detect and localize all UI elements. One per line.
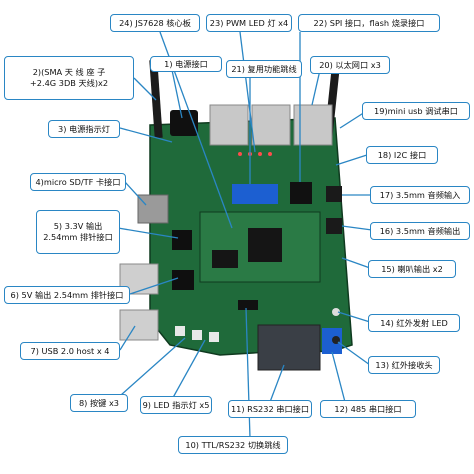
- function-jumper-block: [232, 184, 278, 204]
- label-ir-receiver: 13) 红外接收头: [368, 356, 440, 374]
- wire-3: [119, 127, 173, 143]
- label-mini-usb: 19)mini usb 调试串口: [362, 102, 470, 120]
- rs232-db9: [257, 324, 321, 371]
- audio-in-jack: [326, 186, 342, 202]
- label-ir-led: 14) 红外发射 LED: [368, 314, 460, 332]
- label-sma-line2: +2.4G 3DB 天线)x2: [29, 78, 109, 88]
- wire-18: [335, 153, 371, 166]
- label-led-indicators: 9) LED 指示灯 x5: [140, 396, 212, 414]
- wire-13: [337, 341, 371, 366]
- wire-12: [331, 351, 346, 403]
- label-core-board: 24) JS7628 核心板: [110, 14, 200, 32]
- ir-led: [332, 308, 340, 316]
- antenna-left: [149, 59, 163, 139]
- wire-16: [341, 225, 373, 231]
- label-usb-host: 7) USB 2.0 host x 4: [20, 342, 120, 360]
- label-pwm-led: 23) PWM LED 灯 x4: [206, 14, 292, 32]
- label-buttons: 8) 按键 x3: [70, 394, 128, 412]
- main-chip: [248, 228, 282, 262]
- label-spi: 22) SPI 接口，flash 烧录接口: [298, 14, 440, 32]
- label-3v3-line1: 5) 3.3V 输出: [53, 221, 103, 231]
- wire-10: [245, 307, 251, 439]
- wire-4: [124, 181, 147, 206]
- label-rs232: 11) RS232 串口接口: [228, 400, 312, 418]
- memory-chip: [212, 250, 238, 268]
- label-rs485: 12) 485 串口接口: [320, 400, 416, 418]
- usb-port-stack-bottom: [119, 309, 159, 341]
- spi-header: [290, 182, 312, 204]
- label-audio-in: 17) 3.5mm 音频输入: [370, 186, 470, 204]
- pwm-led-4: [268, 152, 272, 156]
- wire-9: [169, 339, 206, 404]
- pwm-led-3: [258, 152, 262, 156]
- button-2: [192, 330, 202, 340]
- wire-1: [171, 69, 183, 119]
- label-sma-antenna: 2)(SMA 天 线 座 子 +2.4G 3DB 天线)x2: [4, 56, 134, 100]
- wire-7: [119, 325, 136, 351]
- wire-20: [311, 69, 321, 106]
- wire-5: [117, 227, 179, 239]
- button-3: [209, 332, 219, 342]
- wire-15: [341, 257, 371, 269]
- button-1: [175, 326, 185, 336]
- rs485-terminal: [322, 328, 342, 354]
- audio-out-jack: [326, 218, 342, 234]
- ethernet-port-1: [209, 104, 249, 146]
- sd-card-slot: [137, 194, 169, 224]
- label-i2c: 18) I2C 接口: [366, 146, 438, 164]
- wire-14: [337, 311, 371, 323]
- label-sd-slot: 4)micro SD/TF 卡接口: [30, 173, 126, 191]
- label-speaker: 15) 喇叭输出 x2: [368, 260, 456, 278]
- wire-6: [129, 277, 179, 295]
- pwm-led-1: [238, 152, 242, 156]
- label-function-jumper: 21) 复用功能跳线: [226, 60, 302, 78]
- label-power-jack: 1) 电源接口: [150, 56, 222, 72]
- wire-19: [339, 111, 366, 129]
- label-power-led: 3) 电源指示灯: [48, 120, 120, 138]
- wire-23: [239, 31, 256, 153]
- ttl-jumper: [238, 300, 258, 310]
- label-ttl-jumper: 10) TTL/RS232 切换跳线: [178, 436, 288, 454]
- label-audio-out: 16) 3.5mm 音频输出: [370, 222, 470, 240]
- label-ethernet: 20) 以太网口 x3: [310, 56, 390, 74]
- label-3v3-header: 5) 3.3V 输出 2.54mm 排针接口: [36, 210, 120, 254]
- wire-8: [111, 337, 186, 404]
- label-5v-header: 6) 5V 输出 2.54mm 排针接口: [4, 286, 130, 304]
- header-3v3: [172, 230, 192, 250]
- wire-11: [269, 364, 285, 403]
- label-3v3-line2: 2.54mm 排针接口: [43, 232, 113, 242]
- header-5v: [172, 270, 194, 290]
- label-sma-line1: 2)(SMA 天 线 座 子: [32, 67, 106, 77]
- wire-2: [133, 77, 157, 101]
